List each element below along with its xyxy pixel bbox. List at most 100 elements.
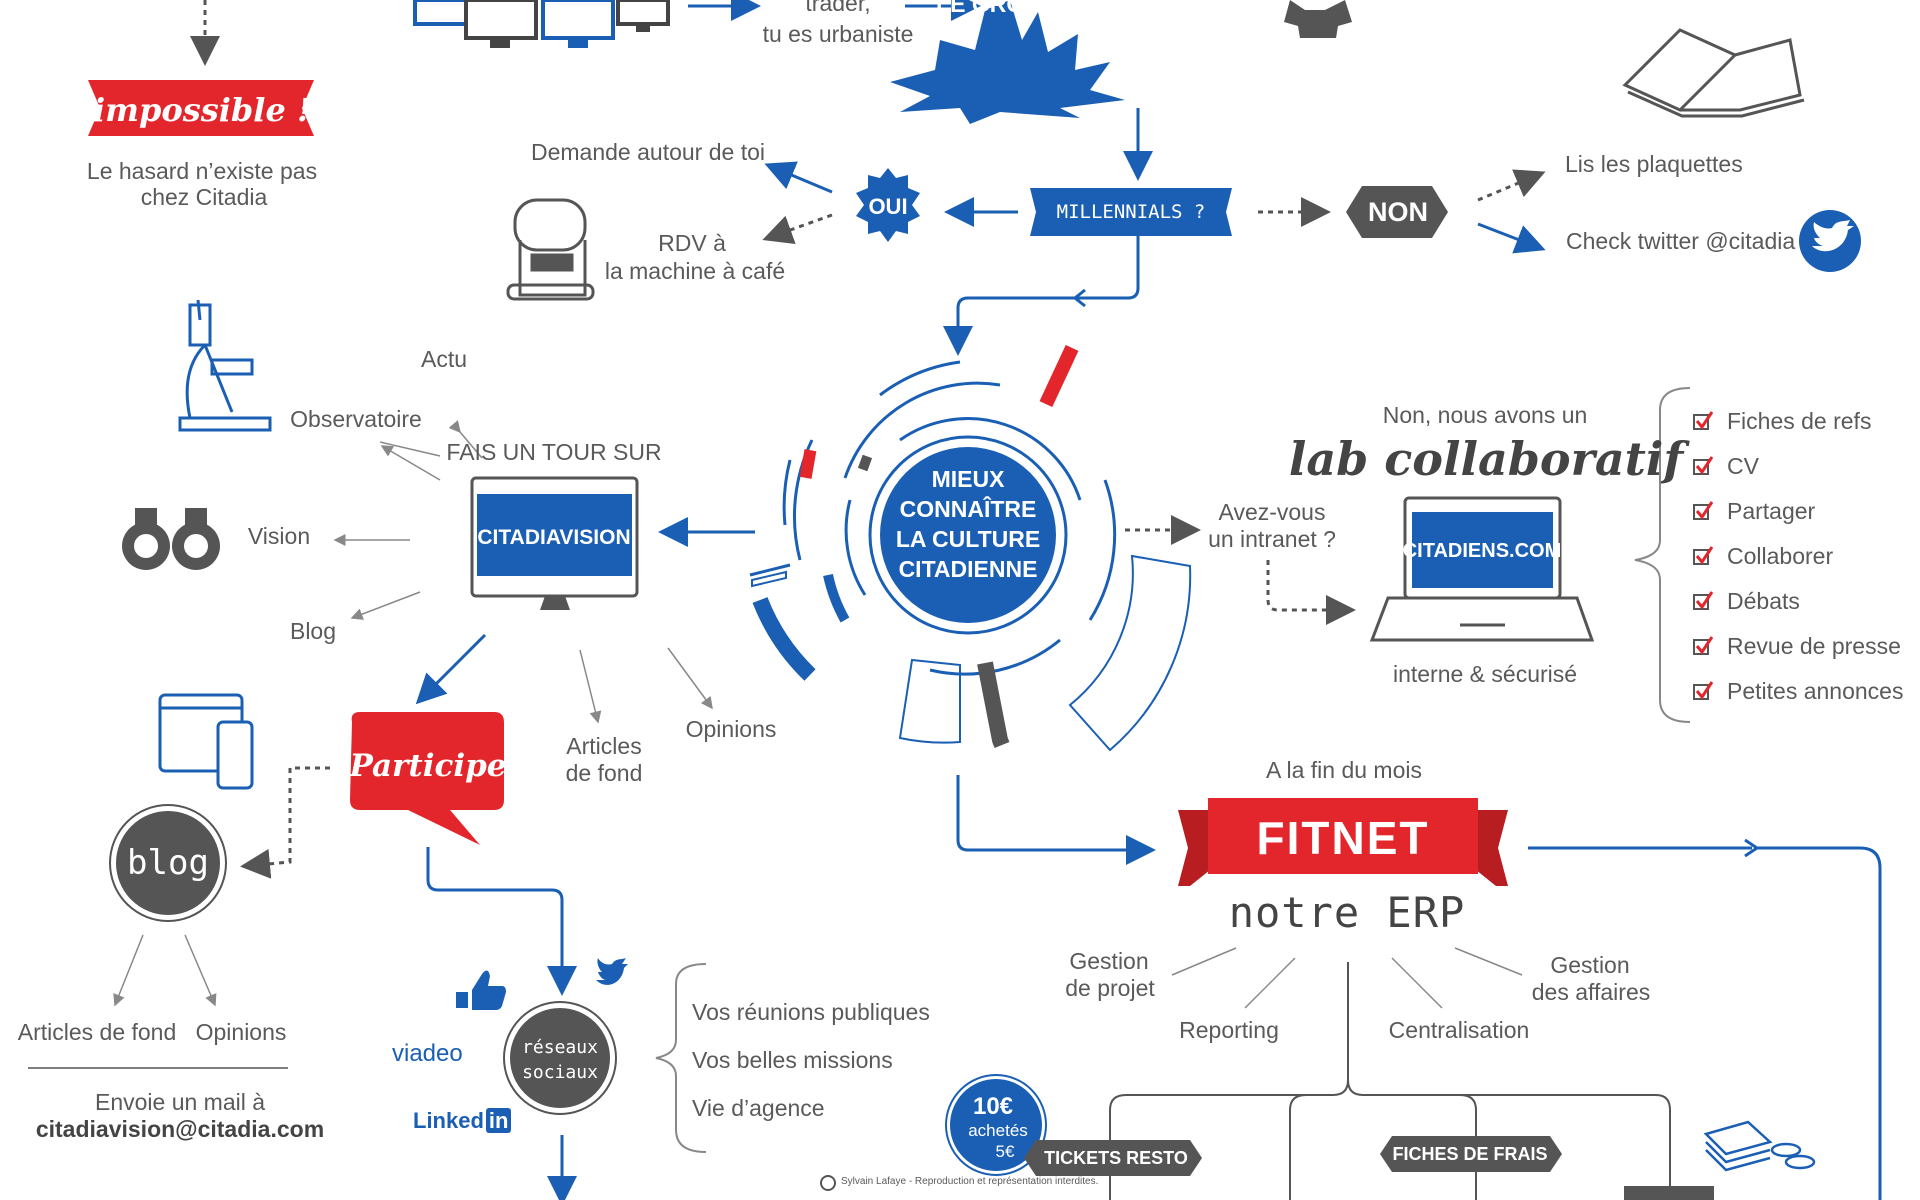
center-line4: CITADIENNE: [898, 556, 1038, 582]
check-mark-icon: [1695, 456, 1714, 475]
twitter-bird-icon: [1799, 210, 1861, 272]
millennials-label: MILLENNIALS ?: [1056, 201, 1206, 223]
checkbox-icon: [1693, 504, 1709, 520]
tour-text: FAIS UN TOUR SUR: [446, 439, 662, 465]
checkbox-list-icons: [1693, 411, 1714, 700]
check-mark-icon: [1695, 411, 1714, 430]
mail-line2[interactable]: citadiavision@citadia.com: [35, 1116, 325, 1142]
tickets-banner: [1024, 1140, 1202, 1176]
lab-item: Fiches de refs: [1727, 408, 1872, 434]
articles-fond-text: Articles de fond: [17, 1019, 177, 1045]
urbaniste-text: tu es urbaniste: [762, 21, 914, 47]
gestion-aff-line2: des affaires: [1531, 979, 1651, 1005]
non-label: NON: [1368, 197, 1428, 227]
computer-monitors-icon: [413, 0, 670, 48]
citadiens-label: CITADIENS.COM: [1402, 540, 1562, 562]
brace: [1634, 387, 1691, 723]
money-stack-icon: [1703, 1120, 1816, 1172]
check-mark-icon: [1695, 501, 1714, 520]
checkbox-icon: [1693, 639, 1709, 655]
articles-line2: de fond: [565, 760, 643, 786]
reseaux-line2: sociaux: [522, 1062, 598, 1083]
missions-text: Vos belles missions: [692, 1047, 893, 1073]
twitter-small-icon: [596, 958, 628, 985]
check-mark-icon: [1695, 681, 1714, 700]
frais-label: FICHES DE FRAIS: [1392, 1144, 1548, 1164]
hasard-line1: Le hasard n’existe pas: [86, 158, 318, 184]
observatoire-text: Observatoire: [290, 406, 422, 432]
hasard-line2: chez Citadia: [140, 184, 268, 210]
vision-text: Vision: [247, 523, 311, 549]
oui-label: OUI: [868, 194, 908, 219]
checkbox-icon: [1693, 594, 1709, 610]
intranet-line2: un intranet ?: [1208, 526, 1336, 552]
gestion-projet-line1: Gestion: [1069, 948, 1149, 974]
price-line3: 5€: [995, 1142, 1015, 1161]
tickets-label: TICKETS RESTO: [1044, 1148, 1188, 1168]
burst-badge-icon: [890, 0, 1125, 124]
reporting-text: Reporting: [1179, 1017, 1279, 1043]
center-line3: LA CULTURE: [895, 526, 1041, 552]
reseaux-line1: réseaux: [522, 1037, 598, 1058]
credit-text: Sylvain Lafaye - Reproduction et représe…: [841, 1176, 1099, 1187]
fitnet-label: FITNET: [1256, 812, 1430, 864]
articles-line1: Articles: [566, 733, 642, 759]
mail-line1: Envoie un mail à: [94, 1089, 266, 1115]
checkbox-icon: [1693, 684, 1709, 700]
millennials-banner: [1030, 188, 1232, 236]
check-mark-icon: [1695, 591, 1714, 610]
checkbox-icon: [1693, 459, 1709, 475]
lab-item: Partager: [1727, 498, 1816, 524]
price-badge: [950, 1079, 1042, 1171]
fitnet-banner: [1178, 798, 1508, 886]
finmois-text: A la fin du mois: [1266, 757, 1422, 783]
lab-item: CV: [1727, 453, 1759, 479]
opinions-text: Opinions: [685, 716, 777, 742]
blog-text: Blog: [289, 618, 337, 644]
lab-title: lab collaboratif: [1288, 432, 1684, 486]
checkbox-icon: [1693, 549, 1709, 565]
rdv-line1: RDV à: [658, 230, 726, 256]
opinions2-text: Opinions: [195, 1019, 287, 1045]
frais-banner: [1380, 1136, 1562, 1172]
gestion-projet-line2: de projet: [1065, 975, 1155, 1001]
checkbox-icon: [1693, 414, 1709, 430]
reseaux-circle: [506, 1004, 614, 1112]
open-book-icon: [1622, 28, 1805, 118]
tshirt-icon: [1284, 0, 1352, 38]
plaquettes-text: Lis les plaquettes: [1565, 151, 1743, 177]
lab-item: Collaborer: [1727, 543, 1834, 569]
impossible-label: impossible !: [93, 91, 311, 129]
lab-item: Petites annonces: [1727, 678, 1904, 704]
nonlab-text: Non, nous avons un: [1382, 402, 1588, 428]
binoculars-icon: [122, 508, 220, 570]
laptop-icon: [1369, 496, 1595, 642]
devices-quote-icon: [158, 693, 254, 790]
microscope-icon: [178, 299, 272, 432]
check-mark-icon: [1695, 636, 1714, 655]
viadeo-logo[interactable]: viadeo: [392, 1040, 463, 1067]
gestion-aff-line1: Gestion: [1550, 952, 1630, 978]
price-line1: 10€: [972, 1093, 1014, 1120]
lab-item: Revue de presse: [1727, 633, 1901, 659]
interne-text: interne & sécurisé: [1392, 661, 1578, 687]
participe-bubble: [350, 712, 504, 845]
monitor-icon: [470, 476, 639, 610]
center-line2: CONNAÎTRE: [899, 496, 1037, 522]
brace-2: [655, 963, 707, 1153]
participe-label: Participe: [349, 748, 507, 784]
citadiavision-label: CITADIAVISION: [477, 526, 631, 549]
twitter-text: Check twitter @citadia: [1566, 228, 1796, 254]
actu-text: Actu: [420, 346, 468, 372]
thumbs-up-icon: [456, 970, 506, 1010]
lab-item: Débats: [1727, 588, 1800, 614]
price-line2: achetés: [968, 1121, 1028, 1140]
rdv-line2: la machine à café: [604, 258, 786, 284]
check-mark-icon: [1695, 546, 1714, 565]
center-ring-graphic: [749, 344, 1192, 752]
centralisation-text: Centralisation: [1388, 1017, 1530, 1043]
coffee-machine-icon: [506, 198, 595, 301]
demande-text: Demande autour de toi: [531, 139, 765, 165]
